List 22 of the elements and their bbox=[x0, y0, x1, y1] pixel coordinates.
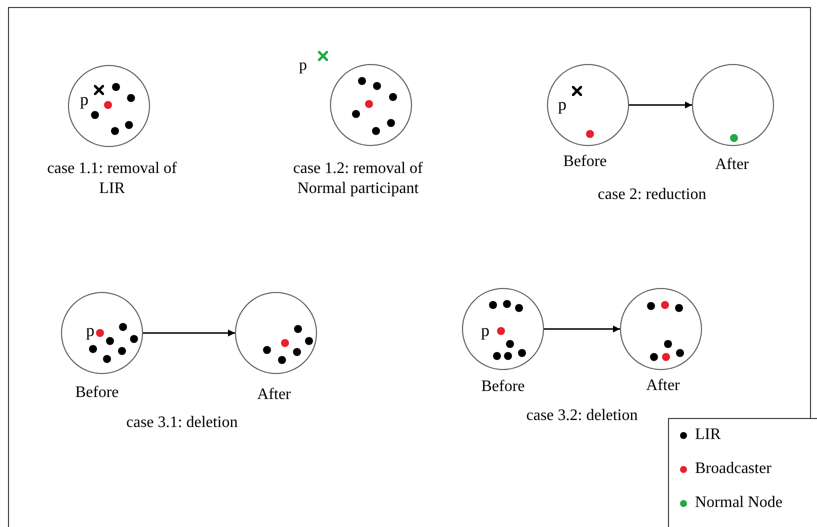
node-label: Before bbox=[562, 152, 608, 172]
node-label: case 1.1: removal of LIR bbox=[46, 159, 178, 199]
caption: case 3.2: deletion bbox=[525, 406, 639, 426]
node-label: After bbox=[645, 376, 681, 396]
caption: case 2: reduction bbox=[596, 185, 708, 205]
node-label: p bbox=[86, 322, 94, 339]
arrow bbox=[143, 330, 235, 336]
arrow bbox=[544, 326, 620, 332]
node-label: p bbox=[481, 322, 490, 339]
node-label: p bbox=[80, 91, 88, 108]
node-label: Before bbox=[480, 377, 526, 397]
node-label: After bbox=[714, 155, 750, 175]
node-label: p bbox=[558, 96, 566, 113]
node-label: Before bbox=[74, 383, 120, 403]
legend-label: LIR bbox=[695, 425, 721, 445]
legend-label: Broadcaster bbox=[695, 459, 772, 479]
caption: case 3.1: deletion bbox=[125, 413, 239, 433]
node-label: case 1.2: removal of Normal participant bbox=[292, 159, 424, 199]
arrow bbox=[629, 102, 692, 108]
legend-label: Normal Node bbox=[695, 493, 783, 513]
caption: p bbox=[298, 56, 308, 76]
node-label: After bbox=[256, 385, 292, 405]
